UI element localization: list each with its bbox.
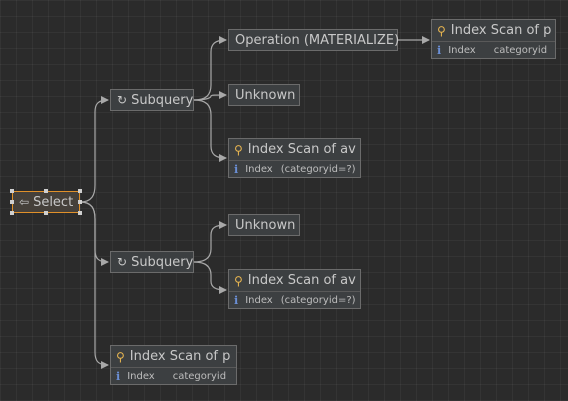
index-kind: Index xyxy=(127,371,155,382)
index-scan-title: Index Scan of av xyxy=(247,142,356,157)
unknown-node-1[interactable]: Unknown xyxy=(228,84,300,106)
index-kind: Index xyxy=(448,45,476,56)
index-scan-av-node-2[interactable]: ⚲ Index Scan of av i Index (categoryid=?… xyxy=(228,269,361,309)
key-icon: ⚲ xyxy=(234,142,243,157)
info-icon: i xyxy=(234,294,239,307)
index-kind: Index xyxy=(245,164,273,175)
edge-subquery-1-to-unknown-1 xyxy=(193,91,227,101)
subquery-node-label: Subquery xyxy=(131,92,194,108)
index-columns: categoryid xyxy=(493,45,548,56)
select-node-label: Select xyxy=(33,194,74,210)
index-scan-p-node-bottom[interactable]: ⚲ Index Scan of p i Index categoryid xyxy=(110,345,237,385)
resize-handle[interactable] xyxy=(78,211,82,215)
resize-handle[interactable] xyxy=(10,200,14,204)
key-icon: ⚲ xyxy=(116,349,125,364)
index-columns: (categoryid=?) xyxy=(280,164,356,175)
refresh-icon: ↻ xyxy=(117,93,128,107)
info-icon: i xyxy=(234,163,239,176)
subquery-node-1[interactable]: ↻ Subquery xyxy=(110,89,194,111)
resize-handle[interactable] xyxy=(44,189,48,193)
resize-handle[interactable] xyxy=(78,200,82,204)
index-scan-title: Index Scan of p xyxy=(129,349,231,364)
index-kind: Index xyxy=(245,295,273,306)
edge-subquery-2-to-unknown-2 xyxy=(193,221,227,263)
info-icon: i xyxy=(437,44,442,57)
key-icon: ⚲ xyxy=(234,273,243,288)
resize-handle[interactable] xyxy=(10,189,14,193)
edge-subquery-1-to-index-scan-av-1 xyxy=(193,99,227,162)
key-icon: ⚲ xyxy=(437,23,446,38)
unknown-node-2[interactable]: Unknown xyxy=(228,214,300,236)
edge-subquery-2-to-index-scan-av-2 xyxy=(193,261,227,294)
resize-handle[interactable] xyxy=(10,211,14,215)
resize-handle[interactable] xyxy=(78,189,82,193)
edge-subquery-1-to-operation xyxy=(193,36,227,101)
operation-materialize-node[interactable]: Operation (MATERIALIZE) xyxy=(228,29,400,51)
edge-select-to-subquery-1 xyxy=(79,96,109,203)
index-columns: categoryid xyxy=(172,371,227,382)
subquery-node-2[interactable]: ↻ Subquery xyxy=(110,251,194,273)
index-scan-p-node-top[interactable]: ⚲ Index Scan of p i Index categoryid xyxy=(431,19,556,59)
resize-handle[interactable] xyxy=(44,211,48,215)
index-scan-title: Index Scan of p xyxy=(450,23,552,38)
index-columns: (categoryid=?) xyxy=(280,295,356,306)
select-arrow-icon: ⇦ xyxy=(19,195,30,209)
index-scan-av-node-1[interactable]: ⚲ Index Scan of av i Index (categoryid=?… xyxy=(228,138,361,178)
info-icon: i xyxy=(116,370,121,383)
index-scan-title: Index Scan of av xyxy=(247,273,356,288)
subquery-node-label: Subquery xyxy=(131,254,194,270)
unknown-node-label: Unknown xyxy=(235,217,296,233)
refresh-icon: ↻ xyxy=(117,255,128,269)
unknown-node-label: Unknown xyxy=(235,87,296,103)
select-node[interactable]: ⇦ Select xyxy=(10,189,82,215)
operation-node-label: Operation (MATERIALIZE) xyxy=(235,32,400,48)
edge-select-to-index-scan-p-bottom xyxy=(79,201,109,369)
